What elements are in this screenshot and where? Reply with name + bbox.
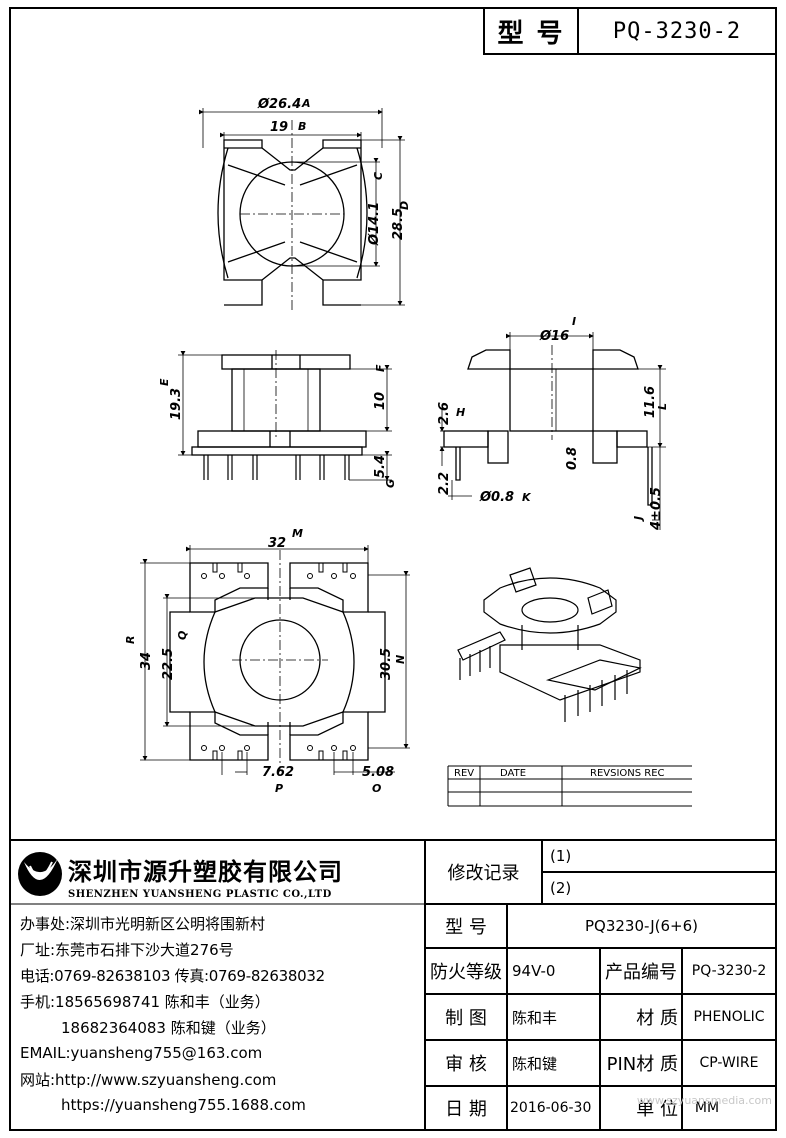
title-model-label: 型 号 xyxy=(497,18,565,49)
website-2[interactable]: https://yuansheng755.1688.com xyxy=(61,1096,306,1114)
model-label: 型 号 xyxy=(445,917,487,938)
mod-record-2: (2) xyxy=(550,879,572,897)
drawn-by-label: 制 图 xyxy=(445,1008,487,1029)
fire-rating-value: 94V-0 xyxy=(512,962,556,980)
dim-side-height: 11.6 xyxy=(643,386,658,418)
dim-label-d: D xyxy=(398,201,411,210)
dim-bottom-pitch: 7.62 xyxy=(262,765,294,780)
isometric-view xyxy=(457,567,642,722)
phone-fax: 电话:0769-82638103 传真:0769-82638032 xyxy=(20,966,325,985)
dim-label-l: L xyxy=(656,403,669,410)
dim-label-m: M xyxy=(292,527,303,540)
model-value: PQ3230-J(6+6) xyxy=(584,917,699,935)
sheet-border xyxy=(9,7,777,1131)
dim-label-p: P xyxy=(275,782,283,795)
dim-label-i: I xyxy=(572,315,576,328)
material-value: PHENOLIC xyxy=(693,1009,765,1025)
factory-address: 厂址:东莞市石排下沙大道276号 xyxy=(20,940,234,959)
dim-side-flange: 2.6 xyxy=(437,402,452,425)
bottom-view xyxy=(140,545,410,775)
reviewed-by-value: 陈和键 xyxy=(512,1054,558,1073)
mod-record-1: (1) xyxy=(550,847,572,865)
revision-table xyxy=(447,765,692,807)
dim-bottom-pitch2: 5.08 xyxy=(362,765,394,780)
pin-material-label: PIN材 质 xyxy=(606,1054,678,1075)
dim-label-f: F xyxy=(374,364,387,372)
dim-label-o: O xyxy=(372,782,381,795)
dim-side-pin-len: 4±0.5 xyxy=(649,487,664,531)
website-1[interactable]: 网站:http://www.szyuansheng.com xyxy=(20,1070,277,1089)
dim-label-c: C xyxy=(372,172,385,180)
reviewed-by-label: 审 核 xyxy=(445,1054,487,1075)
material-label: 材 质 xyxy=(636,1008,678,1029)
dim-top-outer-dia: Ø26.4 xyxy=(257,97,301,112)
product-no-label: 产品编号 xyxy=(605,962,677,983)
dim-bottom-inner: 22.5 xyxy=(161,648,176,680)
mobile-2: 18682364083 陈和键（业务） xyxy=(61,1018,276,1037)
dim-front-height: 19.3 xyxy=(169,388,184,420)
dim-side-dia: Ø16 xyxy=(539,329,569,344)
dim-label-b: B xyxy=(298,120,306,133)
dim-front-core: 10 xyxy=(373,392,388,410)
dim-label-n: N xyxy=(394,655,407,664)
dim-side-pin-dia: Ø0.8 xyxy=(479,490,514,505)
email[interactable]: EMAIL:yuansheng755@163.com xyxy=(20,1044,263,1062)
pin-material-value: CP-WIRE xyxy=(699,1055,759,1071)
unit-label: 单 位 xyxy=(636,1099,678,1120)
watermark: www.szyuansmedia.com xyxy=(636,1093,772,1107)
dim-bottom-width: 32 xyxy=(268,536,286,551)
dim-top-height: 28.5 xyxy=(391,208,406,240)
rev-header: REV xyxy=(454,768,474,779)
dim-label-a: A xyxy=(301,97,311,110)
title-part-number: PQ-3230-2 xyxy=(612,18,742,44)
dim-label-e: E xyxy=(158,378,171,386)
dim-top-inner-dia: Ø14.1 xyxy=(367,202,382,246)
company-logo-icon xyxy=(18,852,62,896)
dim-label-r: R xyxy=(124,636,137,644)
title-box xyxy=(483,7,777,55)
dim-front-pin: 5.4 xyxy=(373,455,388,478)
unit-value: MM xyxy=(694,1100,720,1116)
dim-label-j: J xyxy=(632,516,645,522)
dim-side-wall: 0.8 xyxy=(565,447,580,470)
company-name-en: SHENZHEN YUANSHENG PLASTIC CO.,LTD xyxy=(68,888,332,900)
drawn-by-value: 陈和丰 xyxy=(512,1008,558,1027)
front-view xyxy=(178,350,392,481)
dim-label-q: Q xyxy=(176,631,189,640)
dim-top-width: 19 xyxy=(270,120,288,135)
info-grid xyxy=(10,839,776,1130)
date-header: DATE xyxy=(500,768,526,779)
product-no-value: PQ-3230-2 xyxy=(691,963,767,979)
date-value: 2016-06-30 xyxy=(510,1100,592,1116)
dim-bottom-height: 34 xyxy=(139,652,154,670)
dim-side-pin-offset: 2.2 xyxy=(437,472,452,495)
revisions-header: REVSIONS REC xyxy=(590,768,665,779)
fire-rating-label: 防火等级 xyxy=(430,962,502,983)
dim-label-k: K xyxy=(522,491,532,504)
mod-record-label: 修改记录 xyxy=(447,863,520,884)
date-label: 日 期 xyxy=(445,1099,487,1120)
side-view xyxy=(439,332,666,530)
dim-label-h: H xyxy=(456,406,465,419)
dim-label-g: G xyxy=(384,479,397,488)
office-address: 办事处:深圳市光明新区公明将围新村 xyxy=(20,914,266,933)
company-name-cn: 深圳市源升塑胶有限公司 xyxy=(68,857,343,886)
top-view xyxy=(199,108,405,310)
mobile-1: 手机:18565698741 陈和丰（业务） xyxy=(20,992,270,1011)
dim-bottom-pins: 30.5 xyxy=(379,648,394,680)
